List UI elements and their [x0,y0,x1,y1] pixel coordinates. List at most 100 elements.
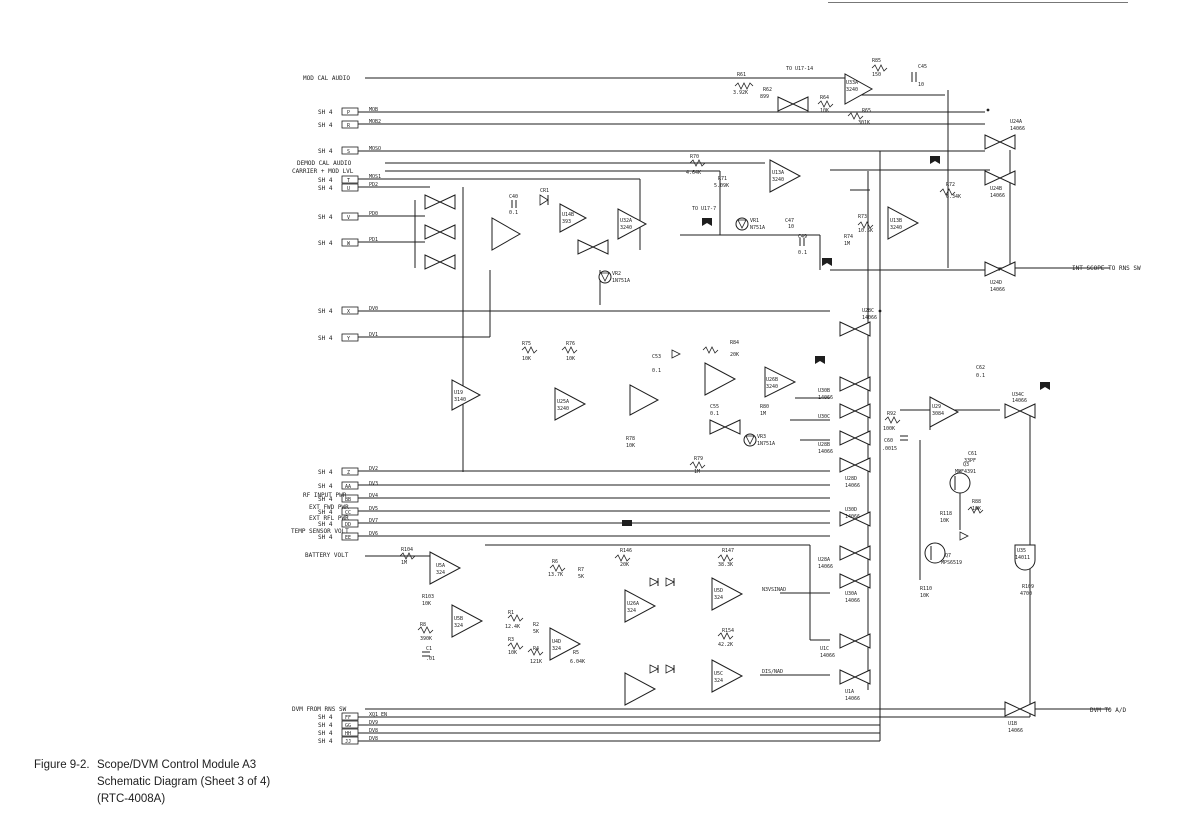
svg-text:GG: GG [345,723,351,729]
svg-text:DV4: DV4 [369,493,378,499]
svg-text:R75: R75 [522,341,531,347]
svg-text:14066: 14066 [990,287,1005,293]
label-temp-sensor-volt: TEMP SENSOR VOLT [291,528,349,535]
diode-cr-row-d [665,664,675,674]
svg-text:U35: U35 [1017,548,1026,554]
svg-text:U28A: U28A [818,557,830,563]
svg-text:MOB2: MOB2 [369,119,381,125]
svg-text:R85: R85 [872,58,881,64]
svg-text:R: R [347,123,351,129]
svg-text:U1A: U1A [845,689,854,695]
svg-text:C49: C49 [798,234,807,240]
svg-text:U4D: U4D [552,639,561,645]
svg-text:14066: 14066 [818,395,833,401]
svg-text:1M: 1M [401,560,407,566]
svg-text:3140: 3140 [454,397,466,403]
svg-text:R84: R84 [730,340,739,346]
svg-text:C62: C62 [976,365,985,371]
switch-u17b [577,239,609,255]
svg-text:10K: 10K [626,443,635,449]
svg-text:AA: AA [345,484,351,490]
svg-text:U28C: U28C [862,308,874,314]
svg-text:SH 4: SH 4 [318,483,333,490]
svg-text:XQ1 EN: XQ1 EN [369,712,387,718]
svg-text:DV7: DV7 [369,518,378,524]
svg-text:393: 393 [562,219,571,225]
svg-text:SH 4: SH 4 [318,534,333,541]
svg-text:121K: 121K [530,659,542,665]
svg-text:10K: 10K [522,356,531,362]
svg-text:1N751A: 1N751A [612,278,630,284]
svg-text:R154: R154 [722,628,734,634]
svg-text:10K: 10K [566,356,575,362]
svg-text:3240: 3240 [620,225,632,231]
svg-text:390K: 390K [420,636,432,642]
svg-text:MPF4391: MPF4391 [955,469,976,475]
switch-u17a [709,419,741,435]
svg-text:10K: 10K [940,518,949,524]
svg-text:CR1: CR1 [540,188,549,194]
svg-text:3.92K: 3.92K [733,90,748,96]
output-dvm-to-ad: DVM TO A/D [1090,707,1127,714]
svg-text:12.4K: 12.4K [505,624,520,630]
svg-text:R8: R8 [420,622,426,628]
svg-text:14066: 14066 [845,483,860,489]
svg-text:MOSO: MOSO [369,146,381,152]
switch-u30c: U30C [818,403,871,420]
svg-text:3240: 3240 [766,384,778,390]
svg-text:10.5K: 10.5K [858,228,873,234]
svg-text:0.1: 0.1 [652,368,661,374]
diode-cr-row-b [665,577,675,587]
svg-text:R92: R92 [887,411,896,417]
svg-text:C55: C55 [710,404,719,410]
svg-text:3240: 3240 [890,225,902,231]
svg-text:R76: R76 [566,341,575,347]
svg-text:0.1: 0.1 [710,411,719,417]
opamp-u32-left [491,217,522,251]
svg-text:14066: 14066 [862,315,877,321]
svg-text:C1: C1 [426,646,432,652]
test-points [622,108,1050,526]
svg-text:EE: EE [345,535,351,541]
svg-text:U19: U19 [454,390,463,396]
svg-text:SH 4: SH 4 [318,240,333,247]
label-dvm-from-rns-sw: DVM FROM RNS SW [292,706,347,713]
svg-text:42.2K: 42.2K [718,642,733,648]
svg-text:SH 4: SH 4 [318,122,333,129]
svg-text:C47: C47 [785,218,794,224]
svg-text:R104: R104 [401,547,413,553]
svg-text:X: X [347,309,350,315]
svg-text:14066: 14066 [818,449,833,455]
svg-text:DV6: DV6 [369,531,378,537]
capacitor-c60: C60.0015 [882,435,908,452]
svg-text:R5: R5 [573,650,579,656]
label-distinad: DIS/NAD [762,669,783,675]
svg-text:5K: 5K [533,629,539,635]
label-n3vsinad: N3VSINAD [762,587,786,593]
svg-text:Q3: Q3 [963,462,969,468]
svg-text:14066: 14066 [1012,398,1027,404]
svg-text:VR1: VR1 [750,218,759,224]
svg-text:MOS1: MOS1 [369,174,381,180]
svg-text:324: 324 [714,595,723,601]
svg-text:R109: R109 [1022,584,1034,590]
svg-text:U30C: U30C [818,414,830,420]
